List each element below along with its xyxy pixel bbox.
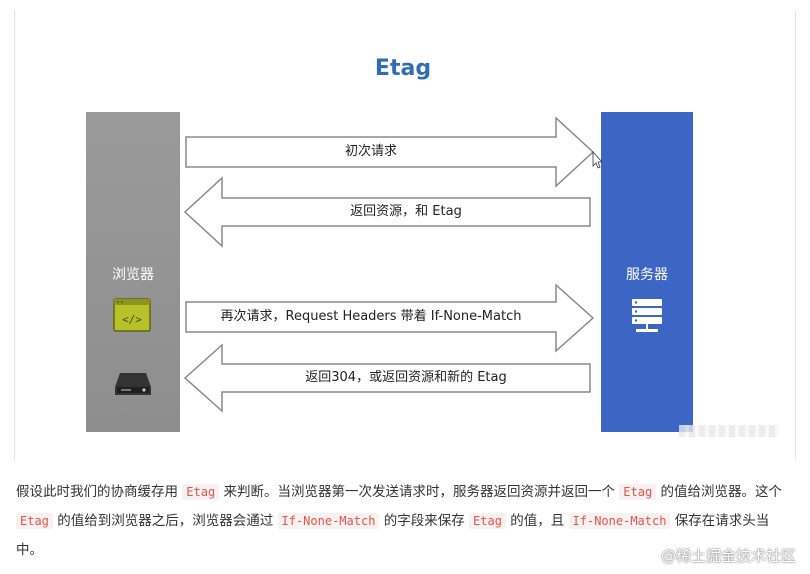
paragraph-text: 假设此时我们的协商缓存用 xyxy=(16,484,183,500)
paragraph-text: 的字段来保存 xyxy=(379,513,470,529)
inline-code: Etag xyxy=(182,484,220,500)
svg-text:</>: </> xyxy=(122,313,142,326)
arrow-response-etag xyxy=(183,176,591,248)
inline-code: Etag xyxy=(619,484,657,500)
inline-code: If-None-Match xyxy=(568,513,671,529)
arrows-layer xyxy=(183,116,603,413)
code-window-icon: </> xyxy=(113,298,151,332)
description-paragraph: 假设此时我们的协商缓存用 Etag 来判断。当浏览器第一次发送请求时，服务器返回… xyxy=(16,478,786,565)
inline-code: Etag xyxy=(469,513,506,529)
diagram-title: Etag xyxy=(374,56,432,81)
server-rack-icon xyxy=(632,299,662,332)
arrow-response-304 xyxy=(183,343,591,413)
paragraph-text: 的值，且 xyxy=(505,513,569,529)
browser-label: 浏览器 xyxy=(112,267,154,283)
server-label: 服务器 xyxy=(626,267,668,283)
paragraph-text: 来判断。当浏览器第一次发送请求时，服务器返回资源并返回一个 xyxy=(219,484,620,500)
mouse-cursor-icon xyxy=(592,150,603,169)
arrow-request-if-none-match xyxy=(185,283,595,353)
watermark: @稀土掘金技术社区 xyxy=(660,547,796,565)
browser-column: 浏览器 </> xyxy=(86,112,180,432)
blurred-area xyxy=(679,425,779,437)
arrow-label-1: 初次请求 xyxy=(344,144,397,159)
diagram-frame: Etag 浏览器 </> 服务器 xyxy=(14,10,796,460)
arrow-label-4: 返回304，或返回资源和新的 Etag xyxy=(305,370,507,385)
server-column: 服务器 xyxy=(601,112,693,432)
arrow-request-first xyxy=(185,116,595,188)
paragraph-text: 的值给浏览器。这个 xyxy=(656,484,782,500)
paragraph-text: 保存在请求头当中。 xyxy=(16,513,770,558)
paragraph-text: 的值给到浏览器之后，浏览器会通过 xyxy=(52,513,278,529)
inline-code: If-None-Match xyxy=(277,513,380,529)
arrow-label-2: 返回资源，和 Etag xyxy=(350,204,462,219)
arrow-label-3: 再次请求，Request Headers 带着 If-None-Match xyxy=(220,309,522,324)
inline-code: Etag xyxy=(16,513,53,529)
hard-drive-icon xyxy=(115,373,151,395)
